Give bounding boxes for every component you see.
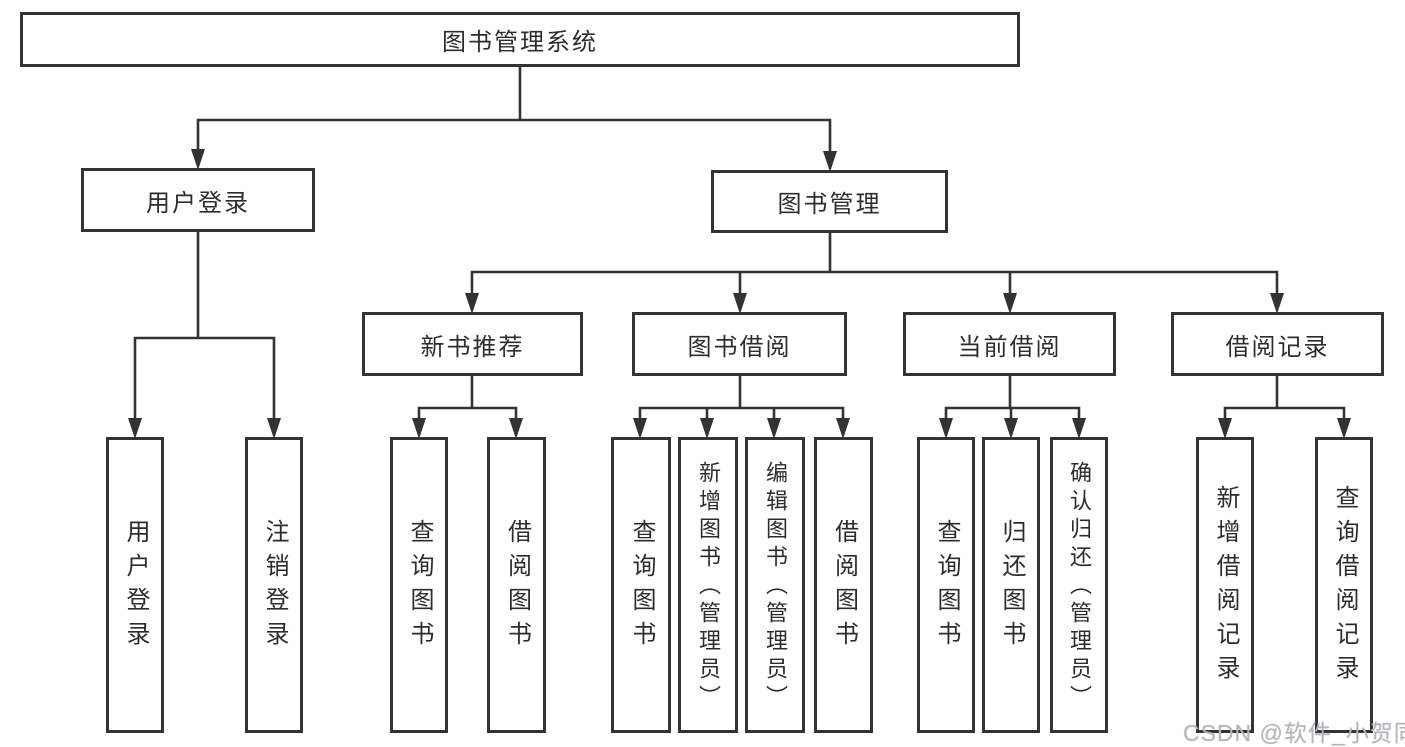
leaf-query-books: 查询图书 [390,437,448,733]
node-book-borrowing: 图书借阅 [632,312,847,376]
leaf-add-book-admin: 新增图书（管理员） [678,437,738,733]
leaf-logout: 注销登录 [245,437,303,733]
node-current-borrowing: 当前借阅 [903,312,1116,376]
leaf-user-login: 用户登录 [106,437,164,733]
leaf-return-books: 归还图书 [982,437,1040,733]
watermark-text: CSDN @软件_小贺同学 [1183,720,1405,746]
leaf-query-books-3: 查询图书 [917,437,975,733]
node-book-management: 图书管理 [711,170,948,233]
node-borrowing-records: 借阅记录 [1171,312,1384,376]
leaf-query-borrow-record: 查询借阅记录 [1315,437,1373,733]
leaf-borrow-books: 借阅图书 [487,437,546,733]
leaf-query-books-2: 查询图书 [611,437,671,733]
leaf-borrow-books-2: 借阅图书 [814,437,873,733]
node-user-login: 用户登录 [81,168,315,232]
node-new-book-recommendation: 新书推荐 [362,312,583,376]
leaf-add-borrow-record: 新增借阅记录 [1196,437,1254,733]
node-book-management-system: 图书管理系统 [20,12,1020,67]
leaf-confirm-return-admin: 确认归还（管理员） [1050,437,1108,733]
leaf-edit-book-admin: 编辑图书（管理员） [745,437,805,733]
